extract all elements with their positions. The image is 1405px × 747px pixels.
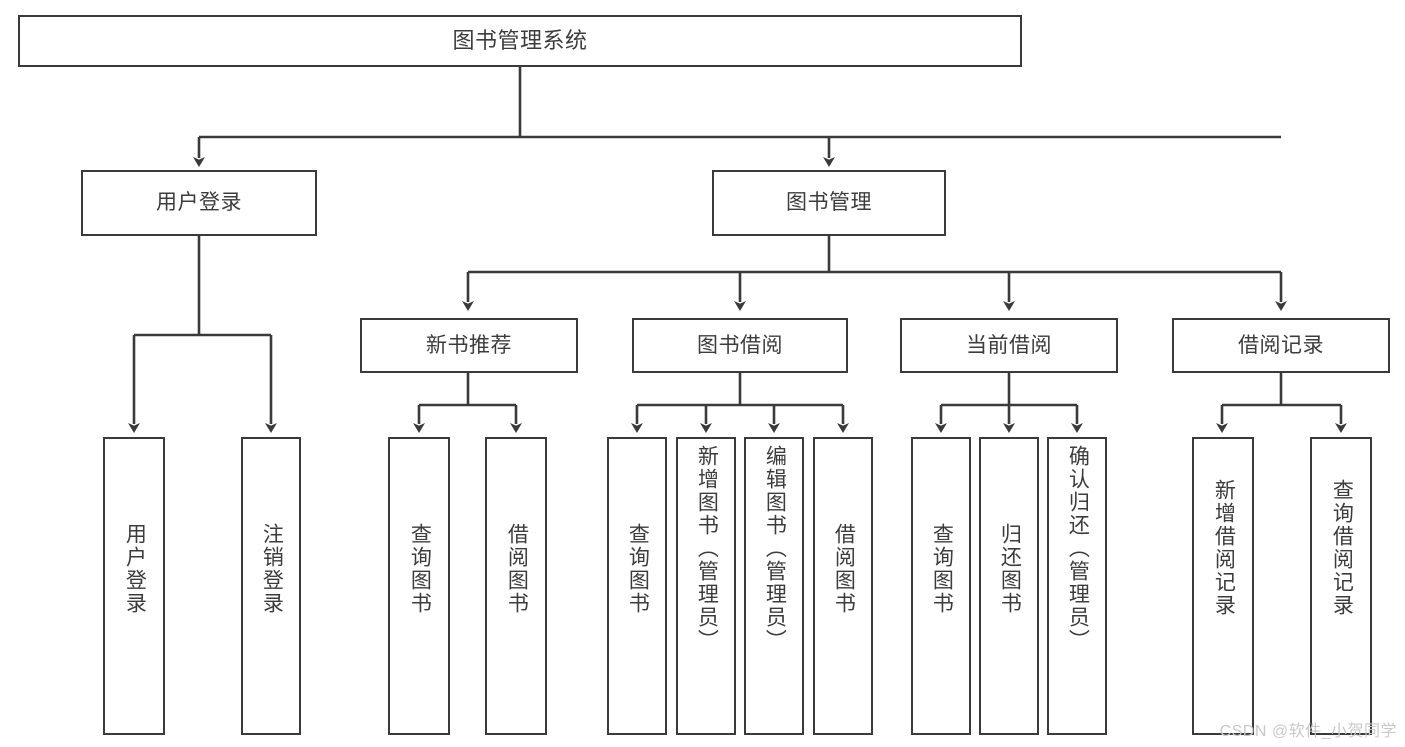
node-book-borrow[interactable]: 图书借阅 (632, 318, 848, 373)
node-leaf-logout-label: 注销登录 (260, 523, 284, 615)
node-leaf-borrow-book-1[interactable]: 借阅图书 (485, 437, 547, 735)
node-current-borrow-label: 当前借阅 (966, 333, 1052, 357)
node-leaf-borrow-book-2[interactable]: 借阅图书 (813, 437, 873, 735)
node-new-book-recommend[interactable]: 新书推荐 (360, 318, 578, 373)
node-leaf-confirm-return-label: 确认归还（管理员） (1066, 445, 1090, 652)
node-leaf-query-book-3-label: 查询图书 (930, 523, 954, 615)
node-book-manage-label: 图书管理 (786, 191, 872, 215)
node-leaf-user-login-label: 用户登录 (123, 523, 147, 615)
node-leaf-query-book-1[interactable]: 查询图书 (388, 437, 450, 735)
node-borrow-record[interactable]: 借阅记录 (1172, 318, 1390, 373)
node-leaf-edit-book[interactable]: 编辑图书（管理员） (744, 437, 804, 735)
node-leaf-query-book-3[interactable]: 查询图书 (911, 437, 971, 735)
node-leaf-logout[interactable]: 注销登录 (241, 437, 301, 735)
node-root-label: 图书管理系统 (452, 27, 588, 53)
node-leaf-confirm-return[interactable]: 确认归还（管理员） (1047, 437, 1107, 735)
node-leaf-borrow-book-1-label: 借阅图书 (505, 523, 529, 615)
node-new-book-recommend-label: 新书推荐 (426, 333, 512, 357)
node-leaf-add-record-label: 新增借阅记录 (1212, 479, 1236, 617)
node-leaf-query-record-label: 查询借阅记录 (1330, 479, 1354, 617)
node-book-borrow-label: 图书借阅 (697, 333, 783, 357)
node-user-login-label: 用户登录 (156, 191, 242, 215)
node-leaf-add-book-label: 新增图书（管理员） (695, 445, 719, 652)
node-leaf-query-book-2-label: 查询图书 (626, 523, 650, 615)
node-leaf-add-record[interactable]: 新增借阅记录 (1192, 437, 1254, 735)
node-root[interactable]: 图书管理系统 (18, 15, 1022, 67)
node-leaf-query-record[interactable]: 查询借阅记录 (1310, 437, 1372, 735)
node-leaf-return-book[interactable]: 归还图书 (979, 437, 1039, 735)
node-leaf-edit-book-label: 编辑图书（管理员） (763, 445, 787, 652)
node-borrow-record-label: 借阅记录 (1238, 333, 1324, 357)
node-user-login[interactable]: 用户登录 (81, 170, 317, 236)
node-leaf-user-login[interactable]: 用户登录 (103, 437, 165, 735)
node-leaf-return-book-label: 归还图书 (998, 523, 1022, 615)
node-current-borrow[interactable]: 当前借阅 (900, 318, 1118, 373)
node-leaf-add-book[interactable]: 新增图书（管理员） (676, 437, 736, 735)
node-leaf-borrow-book-2-label: 借阅图书 (832, 523, 856, 615)
node-book-manage[interactable]: 图书管理 (712, 170, 946, 236)
node-leaf-query-book-1-label: 查询图书 (408, 523, 432, 615)
watermark: CSDN @软件_小贺同学 (1219, 723, 1397, 740)
node-leaf-query-book-2[interactable]: 查询图书 (607, 437, 667, 735)
